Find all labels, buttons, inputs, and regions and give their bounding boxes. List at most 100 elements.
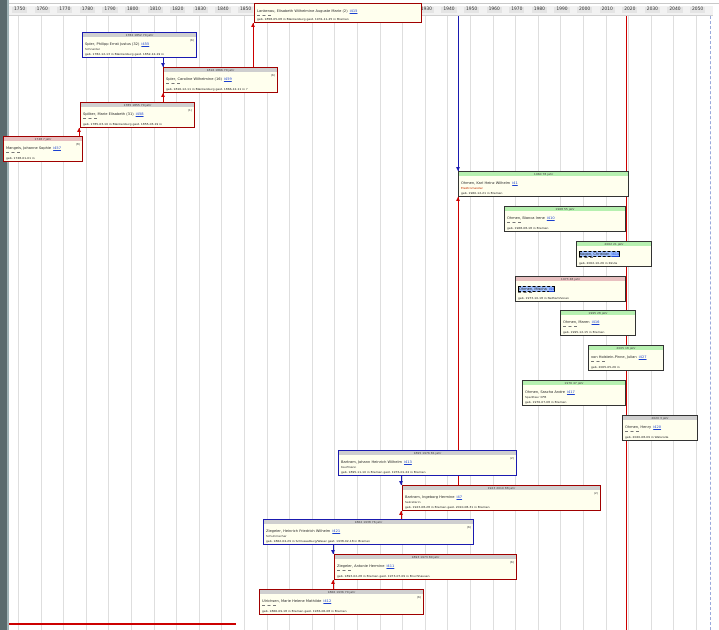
person-id-link[interactable]: i416 [591, 320, 600, 324]
person-id-link[interactable]: i410 [546, 216, 555, 220]
person-box[interactable]: Lankenau, Elisabeth Wilhelmine Auguste M… [254, 3, 422, 23]
year-gridline [650, 16, 652, 630]
person-lifespan: 1748 ? jahr [4, 137, 82, 141]
person-box[interactable]: 1785 1855 70 jahr(1)Spilker, Marie Elisa… [80, 102, 195, 128]
parent-link-arrow-icon [251, 23, 255, 27]
person-id-link[interactable]: i459 [223, 77, 232, 81]
year-label: 2000 [577, 7, 593, 13]
year-gridline [221, 16, 223, 630]
person-name-text: Ohmen, Mischa [519, 287, 547, 291]
person-name-text: Ulrichsen, Marie Helene Mathilde [262, 599, 322, 603]
occupation-placeholder-line [625, 431, 639, 432]
occupation-placeholder-line [257, 15, 271, 16]
year-label: 1850 [238, 7, 254, 13]
person-name-text: Lankenau, Elisabeth Wilhelmine Auguste M… [257, 9, 348, 13]
year-label: 1800 [125, 7, 141, 13]
year-label: 1830 [192, 7, 208, 13]
year-label: 1780 [79, 7, 95, 13]
person-box[interactable]: 1893 1973 80 jahr(6)Ziegeler, Antonie He… [334, 554, 517, 580]
person-lifespan: 1960 78 jahr [459, 172, 628, 176]
year-label: 1990 [554, 7, 570, 13]
person-id-link[interactable]: i421 [332, 529, 341, 533]
person-name[interactable]: Lankenau, Elisabeth Wilhelmine Auguste M… [257, 9, 357, 13]
parent-link-line [163, 93, 164, 102]
person-id-link[interactable]: i417 [566, 390, 575, 394]
person-lifespan: 1895 1976 81 jahr [339, 451, 516, 455]
person-id-link[interactable]: i414 [611, 252, 620, 256]
person-lifespan: 1785 1855 70 jahr [81, 103, 194, 107]
person-occupation: Sekretarin [405, 500, 421, 504]
person-box[interactable]: 1895 1976 81 jahr(2)Bartram, Johann Hein… [338, 450, 517, 476]
horizontal-scrollbar[interactable] [9, 623, 236, 625]
person-id-link[interactable]: i458 [135, 112, 144, 116]
person-id-link[interactable]: i41 [512, 181, 518, 185]
year-gridline [176, 16, 178, 630]
person-id-link[interactable]: i420 [653, 425, 662, 429]
year-label: 2050 [690, 7, 706, 13]
person-name-text: Ohmen, Maren [563, 320, 590, 324]
person-id-link[interactable]: i411 [386, 564, 395, 568]
person-name[interactable]: Spier, Philipp Ernst Justus (32)i455 [85, 42, 149, 46]
person-id-link[interactable]: i457 [53, 146, 61, 150]
person-id-link[interactable]: i44 [548, 287, 555, 291]
occupation-placeholder-line [6, 152, 20, 153]
person-box[interactable]: 1923 2010 88 jahr(2)Bartram, Ingeborg He… [402, 485, 601, 511]
person-occupation: Schneider [85, 47, 101, 51]
person-life-details: geb. 1923-08-28 in Bremen gest. 2010-08-… [405, 505, 490, 509]
person-name[interactable]: Spilker, Marie Elisabeth (31)i458 [83, 112, 144, 116]
person-name-text: Bartram, Ingeborg Hermine [405, 495, 455, 499]
person-id-link[interactable]: i455 [141, 42, 150, 46]
year-gridline [198, 16, 200, 630]
person-box[interactable]: 1866 1936 70 jahr(6)Ulrichsen, Marie Hel… [259, 589, 424, 615]
person-id-link[interactable]: i47 [456, 495, 463, 499]
person-lifespan: 2020 3 jahr [623, 416, 697, 420]
person-name[interactable]: Spier, Caroline Wilhelmine (16)i459 [166, 77, 232, 81]
person-id-link[interactable]: i427 [638, 355, 647, 359]
person-life-details: geb. 2005-05-26 in [591, 365, 620, 369]
person-name-text: Spier, Philipp Ernst Justus (32) [85, 42, 140, 46]
person-name-text: Bartram, Johann Heinrich Wilhelm [341, 460, 402, 464]
year-gridline [18, 16, 19, 630]
person-box[interactable]: 1816 1866 70 jahr(6)Spier, Caroline Wilh… [163, 67, 278, 93]
person-name-text: Spilker, Marie Elisabeth (31) [83, 112, 134, 116]
person-box[interactable]: 1782 1852 70 jahr(6)Spier, Philipp Ernst… [82, 32, 197, 58]
person-name-text: Spier, Caroline Wilhelmine (16) [166, 77, 222, 81]
person-id-link[interactable]: i413 [403, 460, 412, 464]
person-name-text: Ohmen, Sascha Andre [525, 390, 565, 394]
person-life-details: geb. 2002-10-26 in Rinde [579, 261, 618, 265]
year-label: 1980 [531, 7, 547, 13]
person-box[interactable]: 1862 1938 76 jahr(6)Ziegeler, Heinrich F… [263, 519, 474, 545]
person-life-details: geb. 1968-08-18 in Bremen [507, 226, 549, 230]
year-gridline [447, 16, 449, 630]
occupation-placeholder-line [507, 222, 521, 223]
person-id-link[interactable]: i412 [323, 599, 332, 603]
year-gridline [40, 16, 42, 630]
person-name-text: Ziegeler, Antonie Hermine [337, 564, 385, 568]
year-label: 1760 [34, 7, 50, 13]
left-panel-edge [0, 0, 7, 630]
person-id-link[interactable]: i415 [349, 9, 358, 13]
